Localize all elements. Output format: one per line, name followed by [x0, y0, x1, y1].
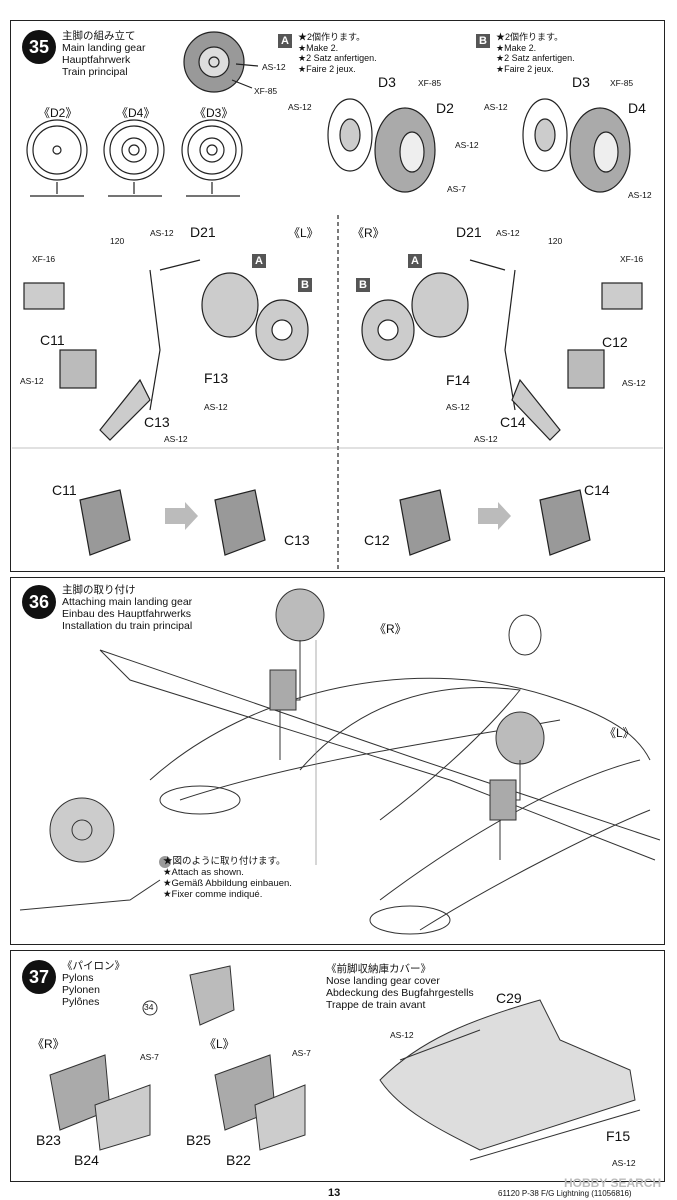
as12-d21-left: AS-12 [150, 228, 174, 238]
variant-b-tag-right: B [356, 278, 370, 292]
xf85-label: XF-85 [254, 86, 278, 96]
part-c13: C13 [144, 414, 170, 430]
part-b24: B24 [74, 1152, 99, 1168]
part-d21-left: D21 [190, 224, 216, 240]
as12-c11: AS-12 [20, 376, 44, 386]
xf85-b: XF-85 [610, 78, 634, 88]
xf16-right: XF-16 [620, 254, 644, 264]
part-b25: B25 [186, 1132, 211, 1148]
variant-a-tag-right: A [408, 254, 422, 268]
part-c14: C14 [500, 414, 526, 430]
part-c11: C11 [40, 332, 65, 348]
step-36-l-label: 《L》 [604, 726, 635, 740]
as12-c12: AS-12 [622, 378, 646, 388]
view-d4-label: 《D4》 [116, 106, 156, 120]
as12-b-right: AS-12 [628, 190, 652, 200]
as7-l: AS-7 [292, 1048, 311, 1058]
as12-label: AS-12 [262, 62, 286, 72]
step-36-r-label: 《R》 [374, 622, 407, 636]
as12-c13: AS-12 [164, 434, 188, 444]
part-f14: F14 [446, 372, 471, 388]
ref-34: 34 [144, 1002, 154, 1012]
ref-120-right: 120 [548, 236, 563, 246]
as12-d21-right: AS-12 [496, 228, 520, 238]
part-d3-b: D3 [572, 74, 590, 90]
view-d2-label: 《D2》 [38, 106, 78, 120]
as12-f14: AS-12 [446, 402, 470, 412]
part-d3-a: D3 [378, 74, 396, 90]
step-36-panel [10, 577, 665, 945]
step-37-r-label: 《R》 [32, 1037, 65, 1051]
part-d2: D2 [436, 100, 454, 116]
step-35-number: 35 [22, 30, 56, 64]
variant-a-tag-left: A [252, 254, 266, 268]
variant-b-tag: B [476, 34, 490, 48]
as7-a: AS-7 [447, 184, 466, 194]
xf85-a: XF-85 [418, 78, 442, 88]
part-c29: C29 [496, 990, 522, 1006]
detail-c14: C14 [584, 482, 610, 498]
detail-c11: C11 [52, 482, 77, 498]
part-f13: F13 [204, 370, 229, 386]
variant-a-tag: A [278, 34, 292, 48]
product-code: 61120 P-38 F/G Lightning (11056816) [498, 1189, 632, 1198]
step-37-l-label: 《L》 [204, 1037, 235, 1051]
as12-c14: AS-12 [474, 434, 498, 444]
variant-b-tag-left: B [298, 278, 312, 292]
detail-c12: C12 [364, 532, 390, 548]
as12-nose: AS-12 [390, 1030, 414, 1040]
watermark: HOBBY SEARCH [564, 1176, 662, 1190]
left-label: 《L》 [288, 226, 319, 240]
part-d21-right: D21 [456, 224, 482, 240]
step-37-number: 37 [22, 960, 56, 994]
page-number: 13 [328, 1187, 341, 1199]
as12-b-left: AS-12 [484, 102, 508, 112]
view-d3-label: 《D3》 [194, 106, 234, 120]
as12-f13: AS-12 [204, 402, 228, 412]
as7-r: AS-7 [140, 1052, 159, 1062]
detail-c13: C13 [284, 532, 310, 548]
part-c12: C12 [602, 334, 628, 350]
step-36-note: ★図のように取り付けます。★Attach as shown.★Gemäß Abb… [163, 856, 292, 900]
part-f15: F15 [606, 1128, 631, 1144]
as12-a-right: AS-12 [455, 140, 479, 150]
right-label: 《R》 [352, 226, 385, 240]
xf16-left: XF-16 [32, 254, 56, 264]
part-b22: B22 [226, 1152, 251, 1168]
variant-b-note: ★2個作ります。★Make 2.★2 Satz anfertigen.★Fair… [496, 32, 575, 74]
ref-120-left: 120 [110, 236, 125, 246]
part-b23: B23 [36, 1132, 61, 1148]
as12-a-left: AS-12 [288, 102, 312, 112]
variant-a-note: ★2個作ります。★Make 2.★2 Satz anfertigen.★Fair… [298, 32, 377, 74]
step-36-number: 36 [22, 585, 56, 619]
as12-f15: AS-12 [612, 1158, 636, 1168]
part-d4: D4 [628, 100, 646, 116]
